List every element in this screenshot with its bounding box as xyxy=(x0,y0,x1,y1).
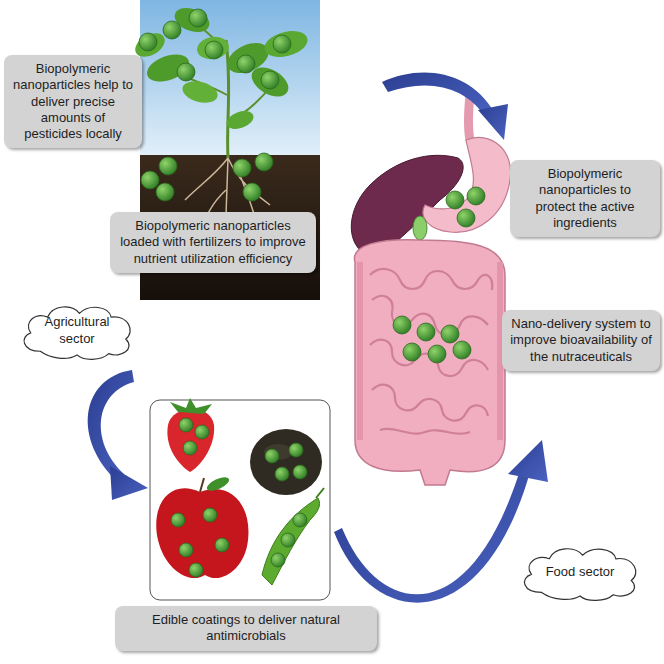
sector-cloud: Food sector xyxy=(516,542,644,602)
node-text: Biopolymeric nanoparticles help to deliv… xyxy=(12,61,134,142)
callout-box: Biopolymeric nanoparticles help to deliv… xyxy=(4,55,142,148)
node-text: Food sector xyxy=(546,564,615,580)
callout-box: Edible coatings to deliver natural antim… xyxy=(115,606,377,651)
node-text: Biopolymeric nanoparticles to protect th… xyxy=(518,166,652,231)
flow-arrow xyxy=(88,72,548,602)
callout-box: Biopolymeric nanoparticles loaded with f… xyxy=(110,212,316,273)
node-text: Edible coatings to deliver natural antim… xyxy=(123,612,369,645)
digestive-system xyxy=(351,95,510,485)
node-text: Nano-delivery system to improve bioavail… xyxy=(510,316,652,365)
callout-box: Biopolymeric nanoparticles to protect th… xyxy=(510,160,660,237)
sector-cloud: Agricultural sector xyxy=(16,300,138,361)
callout-box: Nano-delivery system to improve bioavail… xyxy=(502,310,660,371)
node-text: Biopolymeric nanoparticles loaded with f… xyxy=(118,218,308,267)
coated-fruits xyxy=(150,398,330,600)
node-text: Agricultural sector xyxy=(32,314,122,347)
